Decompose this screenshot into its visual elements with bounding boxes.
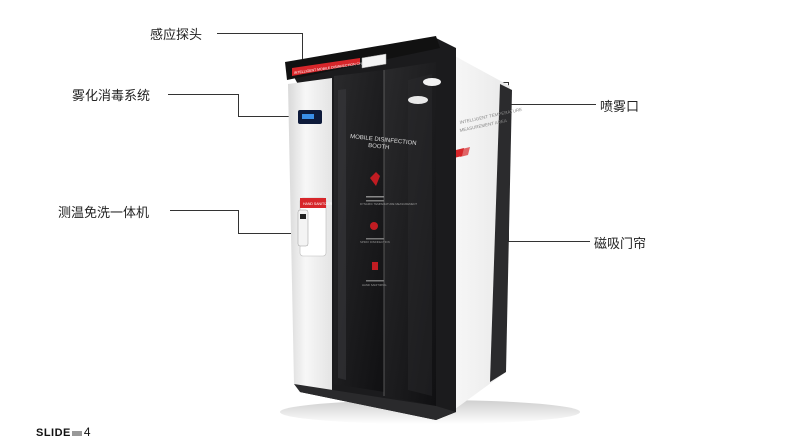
side-panel-arrows xyxy=(454,147,470,158)
sensor-head xyxy=(361,53,387,69)
leader-line-curtain xyxy=(508,241,590,242)
leader-line-sensor xyxy=(217,33,303,34)
callout-sensor-head: 感应探头 xyxy=(150,28,203,43)
header-red-banner xyxy=(292,58,360,76)
thermometer-red-top xyxy=(300,198,326,208)
door-left-glass xyxy=(334,70,384,392)
door-right-reflection xyxy=(408,74,432,396)
callout-atomizer: 雾化消毒系统 xyxy=(72,89,151,104)
leader-line-atomizer-v xyxy=(238,94,239,116)
step-text-1: DYNAMIC TEMPERATURE MEASUREMENT xyxy=(360,202,417,206)
leader-line-thermo xyxy=(170,210,238,211)
booth-base xyxy=(294,384,456,420)
nozzle-top xyxy=(423,78,441,86)
callout-thermometer: 测温免洗一体机 xyxy=(58,206,150,221)
leader-line-sensor-v xyxy=(302,33,303,61)
atomizer-display-screen xyxy=(302,114,314,119)
slide-number: 4 xyxy=(83,425,92,439)
leader-line-atomizer xyxy=(168,94,238,95)
step-text-3: HAND SANITIZING xyxy=(362,283,386,287)
slide-bar xyxy=(71,430,82,436)
leader-line-atomizer-2 xyxy=(238,116,296,117)
door-title-2: BOOTH xyxy=(368,143,390,151)
door-reflection xyxy=(338,89,346,380)
thermometer-screen xyxy=(300,214,306,219)
leader-line-thermo-2 xyxy=(238,233,296,234)
leader-line-nozzle xyxy=(508,104,596,105)
right-panel-stripe xyxy=(490,84,512,382)
door-step-icons xyxy=(366,172,384,282)
step-text-2: SPRAY DISINFECTION xyxy=(360,240,390,244)
leader-line-thermo-v xyxy=(238,210,239,234)
callout-magnetic-curtain: 磁吸门帘 xyxy=(594,237,647,252)
callout-nozzle: 喷雾口 xyxy=(600,100,640,115)
slide-marker: SLIDE 4 xyxy=(36,425,91,439)
slide-label: SLIDE xyxy=(36,427,71,439)
sanitizer-label: HAND SANITIZER xyxy=(303,202,333,206)
door-right-glass xyxy=(384,62,436,406)
nozzle-light xyxy=(408,96,428,104)
